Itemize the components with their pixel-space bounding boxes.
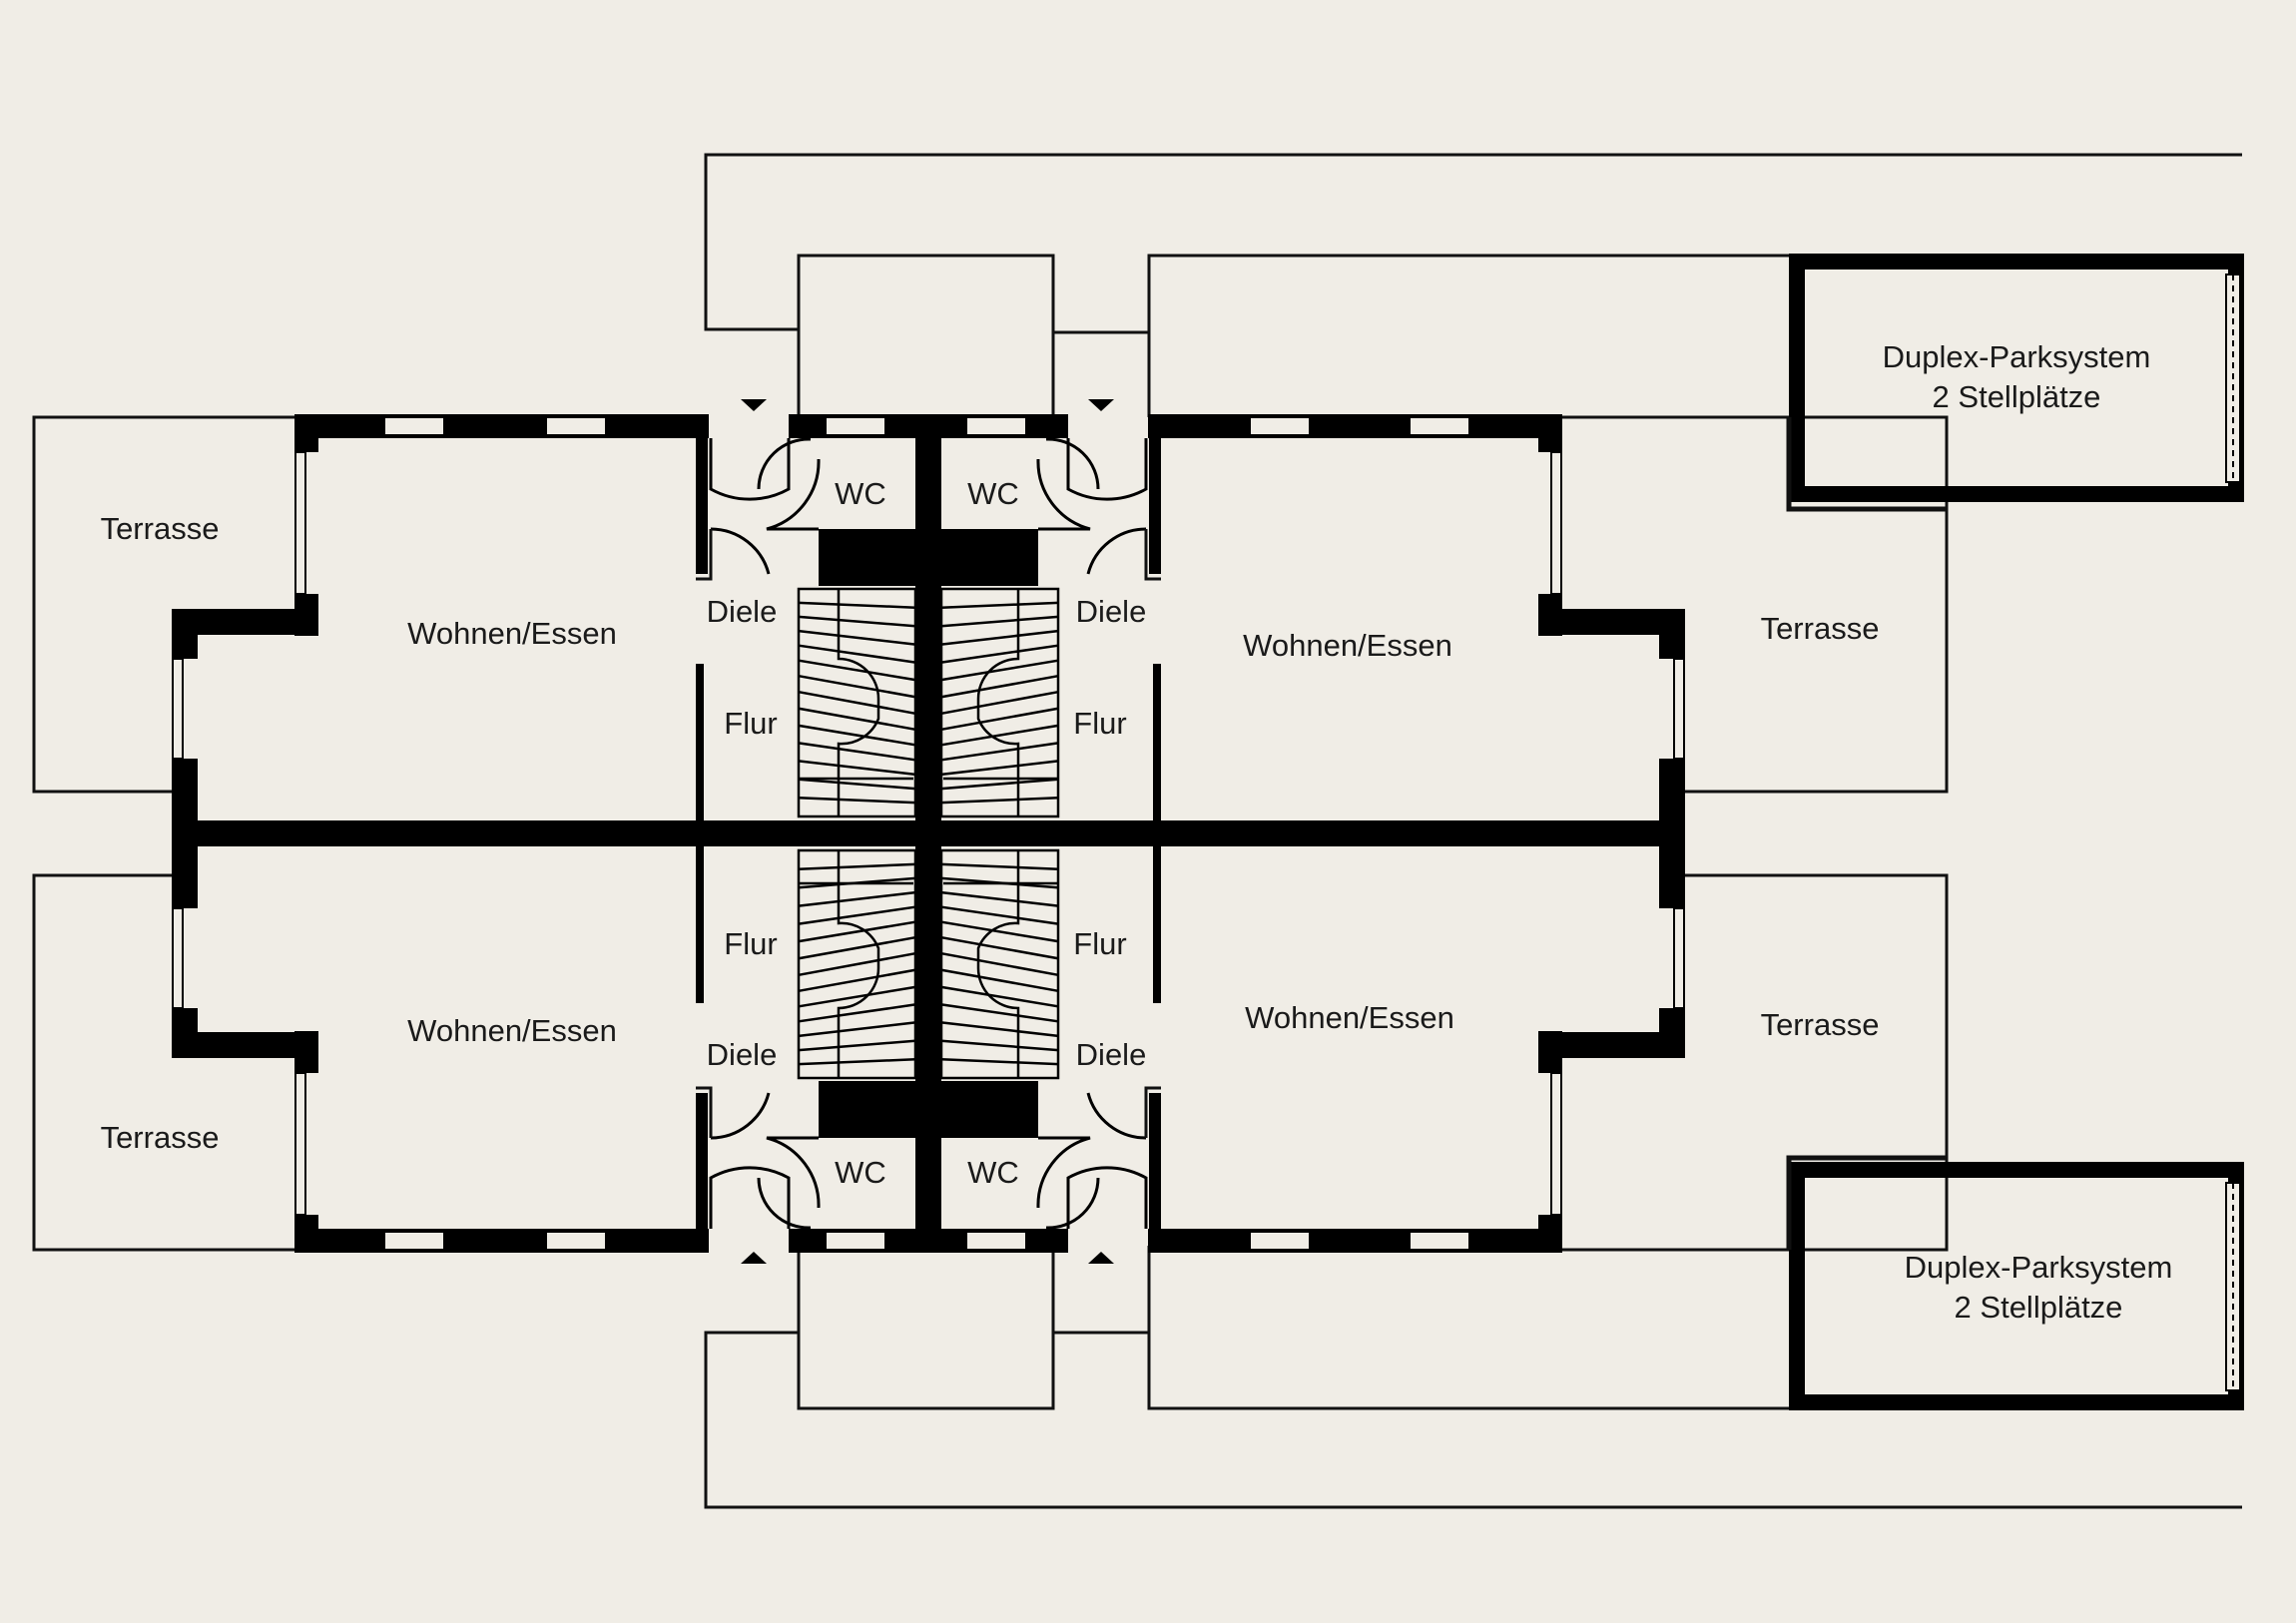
entrance-arrow-icon: [741, 1252, 767, 1264]
label-diele-top-right: Diele: [1076, 594, 1147, 629]
label-wc-bottom-right: WC: [967, 1155, 1019, 1190]
stair-tread: [798, 985, 916, 1008]
label-parking-bottom-line1: Duplex-Parksystem: [1905, 1250, 2173, 1285]
stair-tread: [940, 629, 1059, 646]
stair-tread: [798, 968, 916, 993]
stair-tread: [798, 862, 916, 870]
stair-tread: [940, 615, 1059, 628]
stair-tread: [940, 659, 1059, 682]
stair-tread: [798, 1021, 916, 1038]
building-walls: [172, 414, 1685, 1253]
label-wohnen-bottom-right: Wohnen/Essen: [1245, 1000, 1454, 1035]
stair-tread: [940, 1058, 1059, 1066]
stair-tread: [798, 951, 916, 977]
stair-tread: [940, 674, 1059, 699]
stair-tread: [940, 644, 1059, 664]
label-diele-top-left: Diele: [707, 594, 778, 629]
stair-tread: [940, 905, 1059, 925]
label-parking-top-line1: Duplex-Parksystem: [1883, 339, 2151, 374]
label-wc-bottom-left: WC: [835, 1155, 886, 1190]
stair-tread: [940, 724, 1059, 747]
stair-tread: [798, 724, 916, 747]
label-flur-bottom-right: Flur: [1073, 926, 1126, 961]
stair-tread: [798, 659, 916, 682]
stair-tread: [798, 674, 916, 699]
windows: [172, 416, 1685, 1251]
stair-tread: [798, 1003, 916, 1023]
stair-tread: [798, 890, 916, 907]
stair-tread: [798, 935, 916, 960]
stair-tread: [940, 876, 1059, 889]
label-wohnen-top-left: Wohnen/Essen: [407, 616, 617, 651]
stair-tread: [940, 601, 1059, 609]
doors: [696, 399, 1161, 1264]
stair-tread: [940, 890, 1059, 907]
stair-top-right: [939, 587, 1060, 818]
label-diele-bottom-right: Diele: [1076, 1037, 1147, 1072]
stair-tread: [940, 797, 1059, 805]
stair-tread: [940, 760, 1059, 777]
site-outline: [704, 153, 2242, 1509]
stairs: [797, 587, 1060, 1080]
stair-tread: [940, 920, 1059, 943]
stair-tread: [798, 905, 916, 925]
stair-tread: [798, 920, 916, 943]
label-parking-top-line2: 2 Stellplätze: [1933, 379, 2101, 414]
stair-bottom-right: [939, 848, 1060, 1080]
parking-structures: [1786, 254, 2244, 1410]
stair-bottom-left: [797, 848, 917, 1080]
stair-tread: [940, 1021, 1059, 1038]
label-diele-bottom-left: Diele: [707, 1037, 778, 1072]
label-wohnen-top-right: Wohnen/Essen: [1243, 628, 1452, 663]
entrance-arrow-icon: [1088, 1252, 1114, 1264]
label-flur-top-right: Flur: [1073, 706, 1126, 741]
label-flur-top-left: Flur: [724, 706, 777, 741]
stair-tread: [940, 951, 1059, 977]
stair-tread: [798, 778, 916, 791]
stair-tread: [940, 707, 1059, 732]
stair-tread: [798, 615, 916, 628]
room-labels: Terrasse Terrasse Terrasse Terrasse Wohn…: [101, 339, 2173, 1325]
stair-tread: [940, 742, 1059, 762]
label-wohnen-bottom-left: Wohnen/Essen: [407, 1013, 617, 1048]
stair-tread: [798, 1058, 916, 1066]
label-terrasse-bottom-left: Terrasse: [101, 1120, 220, 1155]
stair-tread: [798, 1039, 916, 1052]
label-terrasse-bottom-right: Terrasse: [1761, 1007, 1880, 1042]
stair-tread: [940, 968, 1059, 993]
label-wc-top-right: WC: [967, 476, 1019, 511]
stair-top-left: [797, 587, 917, 818]
label-terrasse-top-right: Terrasse: [1761, 611, 1880, 646]
stair-tread: [798, 601, 916, 609]
label-parking-bottom-line2: 2 Stellplätze: [1955, 1290, 2123, 1325]
label-terrasse-top-left: Terrasse: [101, 511, 220, 546]
hall-dividers: [698, 664, 1159, 1003]
label-wc-top-left: WC: [835, 476, 886, 511]
stair-tread: [798, 707, 916, 732]
stair-tread: [940, 985, 1059, 1008]
stair-tread: [798, 644, 916, 664]
entrance-arrow-icon: [1088, 399, 1114, 411]
stair-tread: [940, 690, 1059, 716]
stair-tread: [940, 935, 1059, 960]
label-flur-bottom-left: Flur: [724, 926, 777, 961]
stair-tread: [798, 876, 916, 889]
stair-tread: [798, 760, 916, 777]
stair-tread: [798, 629, 916, 646]
stair-tread: [940, 1003, 1059, 1023]
stair-tread: [940, 1039, 1059, 1052]
stair-tread: [798, 690, 916, 716]
entrance-arrow-icon: [741, 399, 767, 411]
stair-tread: [940, 778, 1059, 791]
stair-tread: [798, 742, 916, 762]
stair-tread: [798, 797, 916, 805]
stair-tread: [940, 862, 1059, 870]
